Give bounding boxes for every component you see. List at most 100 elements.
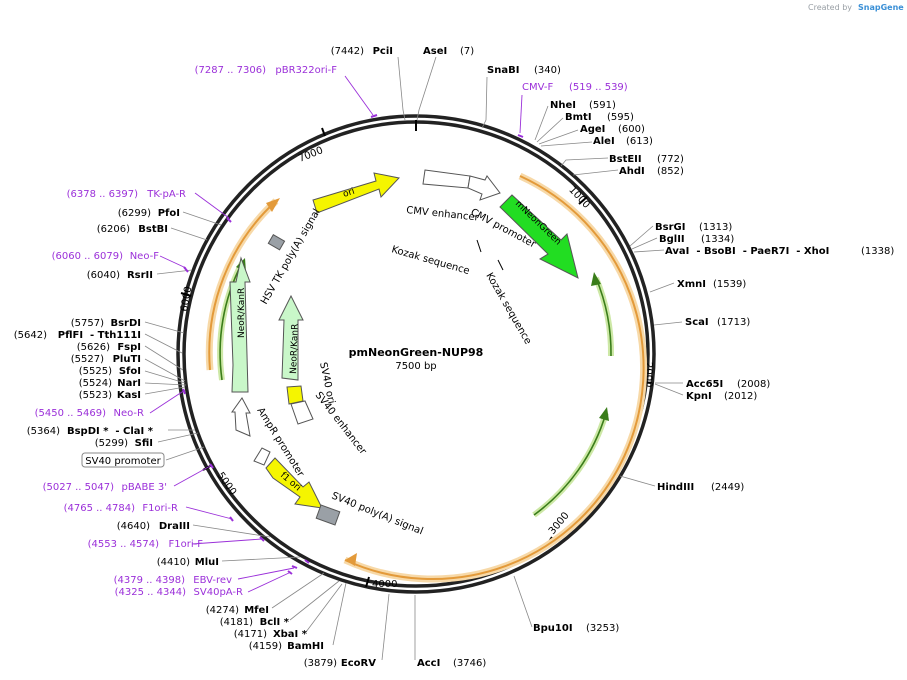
enzyme-bsteii: BstEII (609, 154, 642, 165)
hsv-tk-polya-box (267, 233, 286, 251)
enzyme-xbai: XbaI * (273, 629, 308, 640)
enzyme-ahdi: AhdI (619, 166, 645, 177)
primer-pbr322ori-f: pBR322ori-F (275, 65, 337, 76)
kozak-mark-2 (497, 259, 504, 271)
enzyme-rsrii: RsrII (127, 270, 153, 281)
sv40-enhancer-label: SV40 enhancer (313, 390, 369, 457)
primer-sv40pa-r-pos: (4325 .. 4344) (115, 587, 187, 598)
enzyme-avai-group: AvaI - BsoBI - PaeR7I - XhoI (665, 246, 829, 257)
enzyme-nhei-pos: (591) (589, 100, 616, 111)
primer-sv40pa-r: SV40pA-R (194, 587, 243, 598)
enzyme-scai-pos: (1713) (717, 317, 750, 328)
primer-labels: (7287 .. 7306) pBR322ori-F CMV-F (519 ..… (35, 65, 628, 598)
enzyme-acci: AccI (417, 658, 440, 669)
primer-pbabe3-pos: (5027 .. 5047) (43, 482, 115, 493)
enzyme-ecorv-pos: (3879) (304, 658, 337, 669)
enzyme-bsrdi: BsrDI (110, 318, 141, 329)
orf-arcs (205, 172, 647, 583)
ori-arrow (312, 172, 400, 214)
enzyme-hindiii: HindIII (657, 482, 694, 493)
enzyme-nhei: NheI (550, 100, 576, 111)
enzyme-nari-pos: (5524) (79, 378, 112, 389)
sv40-polya-label: SV40 poly(A) signal (330, 491, 425, 538)
green-orf-arcs (217, 258, 615, 518)
enzyme-hindiii-pos: (2449) (711, 482, 744, 493)
enzyme-bpu10i: Bpu10I (533, 623, 573, 634)
enzyme-bmti-pos: (595) (607, 112, 634, 123)
enzyme-bsrdi-pos: (5757) (71, 318, 104, 329)
enzyme-xmni: XmnI (677, 279, 706, 290)
enzyme-bmti: BmtI (565, 112, 592, 123)
leader-lines (144, 56, 684, 661)
enzyme-snabi-pos: (340) (534, 65, 561, 76)
primer-pbr322ori-f-pos: (7287 .. 7306) (195, 65, 267, 76)
enzyme-nari: NarI (117, 378, 141, 389)
sv40-enhancer-box (290, 400, 314, 425)
primer-f1ori-r: F1ori-R (142, 503, 178, 514)
enzyme-ahdi-pos: (852) (657, 166, 684, 177)
primer-tk-pa-r: TK-pA-R (146, 189, 186, 200)
enzyme-bglii: BglII (659, 234, 685, 245)
sv40-ori-box (286, 385, 304, 405)
primer-f1ori-f-pos: (4553 .. 4574) (88, 539, 160, 550)
enzyme-bstbi-pos: (6206) (97, 224, 130, 235)
enzyme-acci-pos: (3746) (453, 658, 486, 669)
enzyme-mlui: MluI (195, 557, 219, 568)
plasmid-name: pmNeonGreen-NUP98 (349, 346, 484, 359)
enzyme-sfii: SfiI (135, 438, 153, 449)
enzyme-fspi-pos: (5626) (77, 342, 110, 353)
sv40-promoter-box (81, 452, 165, 468)
enzyme-bspdi-group-pos: (5364) (27, 426, 60, 437)
enzyme-bcli: BclI * (260, 617, 290, 628)
backbone-outer (176, 114, 656, 594)
enzyme-draiii-pos: (4640) (117, 521, 150, 532)
hsv-tk-polya-label: HSV TK poly(A) signal (259, 207, 323, 306)
enzyme-rsrii-pos: (6040) (87, 270, 120, 281)
enzyme-pluti-pos: (5527) (71, 354, 104, 365)
primer-neo-f-pos: (6060 .. 6079) (52, 251, 124, 262)
enzyme-pfoi: PfoI (158, 208, 180, 219)
enzyme-asei: AseI (423, 46, 447, 57)
enzyme-acc65i-pos: (2008) (737, 379, 770, 390)
cmv-enhancer-arrow (422, 169, 471, 189)
enzyme-kasi: KasI (117, 390, 141, 401)
enzyme-pluti: PluTI (113, 354, 141, 365)
enzyme-pflfi-group: PflFI - Tth111I (58, 330, 141, 341)
tick-label-7000: 7000 (297, 145, 325, 165)
enzyme-alei-pos: (613) (626, 136, 653, 147)
enzyme-sfoi: SfoI (119, 366, 141, 377)
primer-neo-r-pos: (5450 .. 5469) (35, 408, 107, 419)
enzyme-avai-group-pos: (1338) (861, 246, 894, 257)
enzyme-fspi: FspI (117, 342, 141, 353)
enzyme-kpni: KpnI (686, 391, 712, 402)
enzyme-kasi-pos: (5523) (79, 390, 112, 401)
sv40-promoter-label: SV40 promoter (85, 456, 161, 467)
enzyme-pcii: PciI (373, 46, 393, 57)
primer-marks (182, 114, 524, 575)
kozak-label-2: Kozak sequence (483, 271, 533, 346)
enzyme-bamhi-pos: (4159) (249, 641, 282, 652)
enzyme-bglii-pos: (1334) (701, 234, 734, 245)
enzyme-alei: AleI (593, 136, 615, 147)
enzyme-acc65i: Acc65I (686, 379, 723, 390)
enzyme-labels-left: (7442) PciI AseI (7) SnaBI (340) NheI (5… (14, 46, 895, 669)
enzyme-bspdi-group: BspDI * - ClaI * (67, 426, 154, 437)
ampr-promoter-arrow (231, 397, 251, 437)
enzyme-sfii-pos: (5299) (95, 438, 128, 449)
ampr-promoter-box (253, 447, 271, 466)
ori-label: ori (342, 187, 356, 200)
primer-neo-f: Neo-F (130, 251, 160, 262)
enzyme-pcii-pos: (7442) (331, 46, 364, 57)
primer-cmv-f-pos: (519 .. 539) (569, 82, 628, 93)
primer-neo-r: Neo-R (114, 408, 145, 419)
kozak-mark-1 (476, 239, 482, 253)
enzyme-mlui-pos: (4410) (157, 557, 190, 568)
enzyme-bsteii-pos: (772) (657, 154, 684, 165)
snapgene-logo: SnapGene (858, 3, 904, 12)
enzyme-xmni-pos: (1539) (713, 279, 746, 290)
primer-ebv-rev-pos: (4379 .. 4398) (114, 575, 186, 586)
mneongreen-arrow (499, 194, 579, 279)
primer-cmv-f: CMV-F (522, 82, 553, 93)
neor-kanr-arrow-outer (229, 256, 251, 393)
